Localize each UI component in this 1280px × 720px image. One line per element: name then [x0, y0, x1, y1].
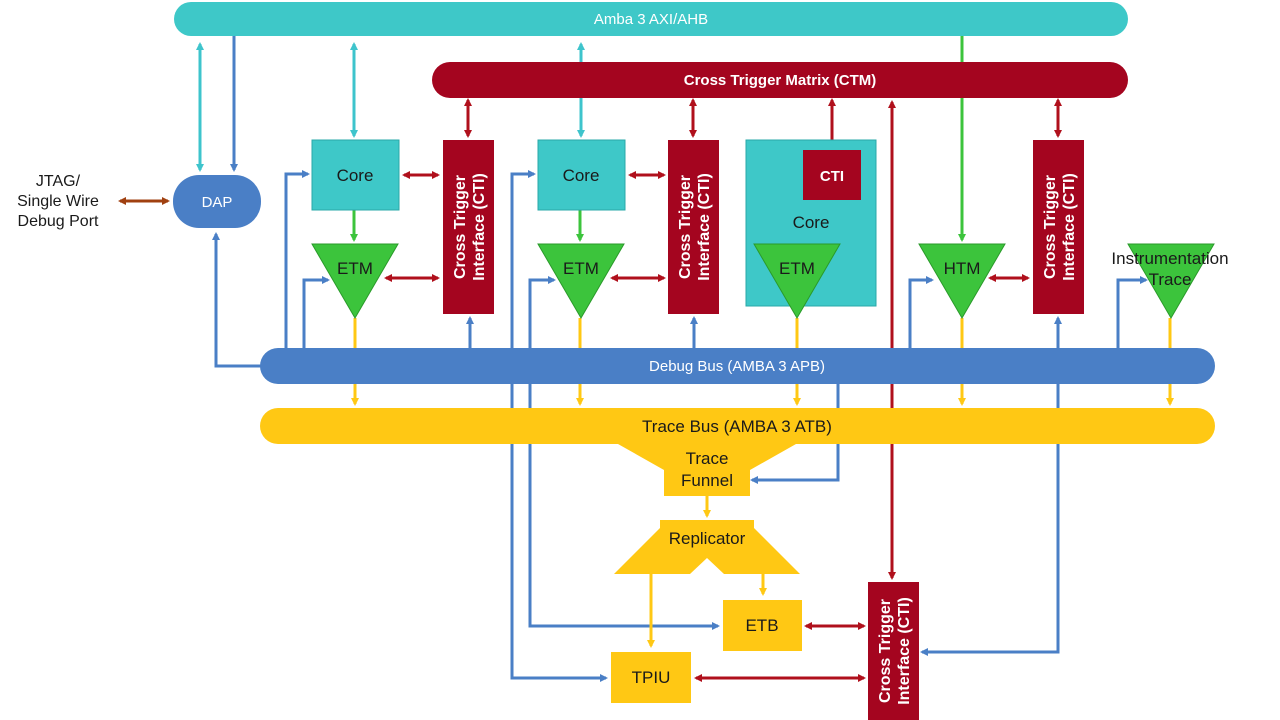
- cti-5-label-line2: Interface (CTI): [896, 597, 913, 705]
- etb-label: ETB: [745, 616, 778, 635]
- cti-1-label-line1: Cross Trigger: [452, 175, 469, 279]
- axi-ahb-bus: Amba 3 AXI/AHB: [174, 2, 1128, 36]
- cti-1: Cross Trigger Interface (CTI): [443, 140, 494, 314]
- etb: ETB: [723, 600, 802, 651]
- etm-3-label: ETM: [779, 259, 815, 278]
- jtag-label-line1: JTAG/: [36, 173, 81, 190]
- cti-3-label: CTI: [820, 168, 844, 185]
- etm-1-label: ETM: [337, 259, 373, 278]
- trace-funnel-label-line1: Trace: [686, 449, 729, 468]
- etm-2-label: ETM: [563, 259, 599, 278]
- jtag-label-line2: Single Wire: [17, 193, 99, 210]
- dap-label: DAP: [202, 194, 233, 211]
- tpiu: TPIU: [611, 652, 691, 703]
- replicator-label: Replicator: [669, 529, 746, 548]
- trace-bus: Trace Bus (AMBA 3 ATB): [260, 408, 1215, 444]
- instrumentation-label-line1: Instrumentation: [1111, 249, 1228, 268]
- jtag-debug-port: JTAG/ Single Wire Debug Port: [17, 173, 99, 230]
- trigger-connectors: [384, 98, 1062, 682]
- core-3-label: Core: [793, 213, 830, 232]
- etm-1: ETM: [311, 243, 399, 319]
- debug-connectors: [212, 36, 1148, 682]
- htm-label: HTM: [944, 259, 981, 278]
- debug-bus-label: Debug Bus (AMBA 3 APB): [649, 358, 825, 375]
- core-1: Core: [311, 139, 400, 211]
- cti-4: Cross Trigger Interface (CTI): [1033, 140, 1084, 314]
- cti-5: Cross Trigger Interface (CTI): [868, 582, 919, 720]
- instrumentation-trace: Instrumentation Trace: [1111, 243, 1229, 319]
- core-2: Core: [537, 139, 626, 211]
- dap-block: DAP: [173, 175, 261, 228]
- htm: HTM: [918, 243, 1006, 319]
- jtag-label-line3: Debug Port: [18, 213, 99, 230]
- etm-3: ETM: [753, 243, 841, 319]
- trace-bus-label: Trace Bus (AMBA 3 ATB): [642, 417, 832, 436]
- trace-funnel: Trace Funnel: [618, 444, 796, 496]
- cti-1-label-line2: Interface (CTI): [471, 173, 488, 281]
- core-2-label: Core: [563, 166, 600, 185]
- replicator: Replicator: [614, 520, 800, 574]
- tpiu-label: TPIU: [632, 668, 671, 687]
- axi-ahb-bus-label: Amba 3 AXI/AHB: [594, 11, 708, 28]
- cross-trigger-matrix-label: Cross Trigger Matrix (CTM): [684, 72, 877, 89]
- trace-funnel-label-line2: Funnel: [681, 471, 733, 490]
- trace-connectors: [351, 318, 1174, 648]
- cti-3-embedded: CTI: [803, 150, 861, 200]
- core-1-label: Core: [337, 166, 374, 185]
- cti-4-label-line1: Cross Trigger: [1042, 175, 1059, 279]
- cross-trigger-matrix: Cross Trigger Matrix (CTM): [432, 62, 1128, 98]
- debug-bus: Debug Bus (AMBA 3 APB): [260, 348, 1215, 384]
- cti-4-label-line2: Interface (CTI): [1061, 173, 1078, 281]
- etm-2: ETM: [537, 243, 625, 319]
- cti-2-label-line2: Interface (CTI): [696, 173, 713, 281]
- instrumentation-label-line2: Trace: [1149, 270, 1192, 289]
- cti-5-label-line1: Cross Trigger: [877, 599, 894, 703]
- cti-2-label-line1: Cross Trigger: [677, 175, 694, 279]
- cti-2: Cross Trigger Interface (CTI): [668, 140, 719, 314]
